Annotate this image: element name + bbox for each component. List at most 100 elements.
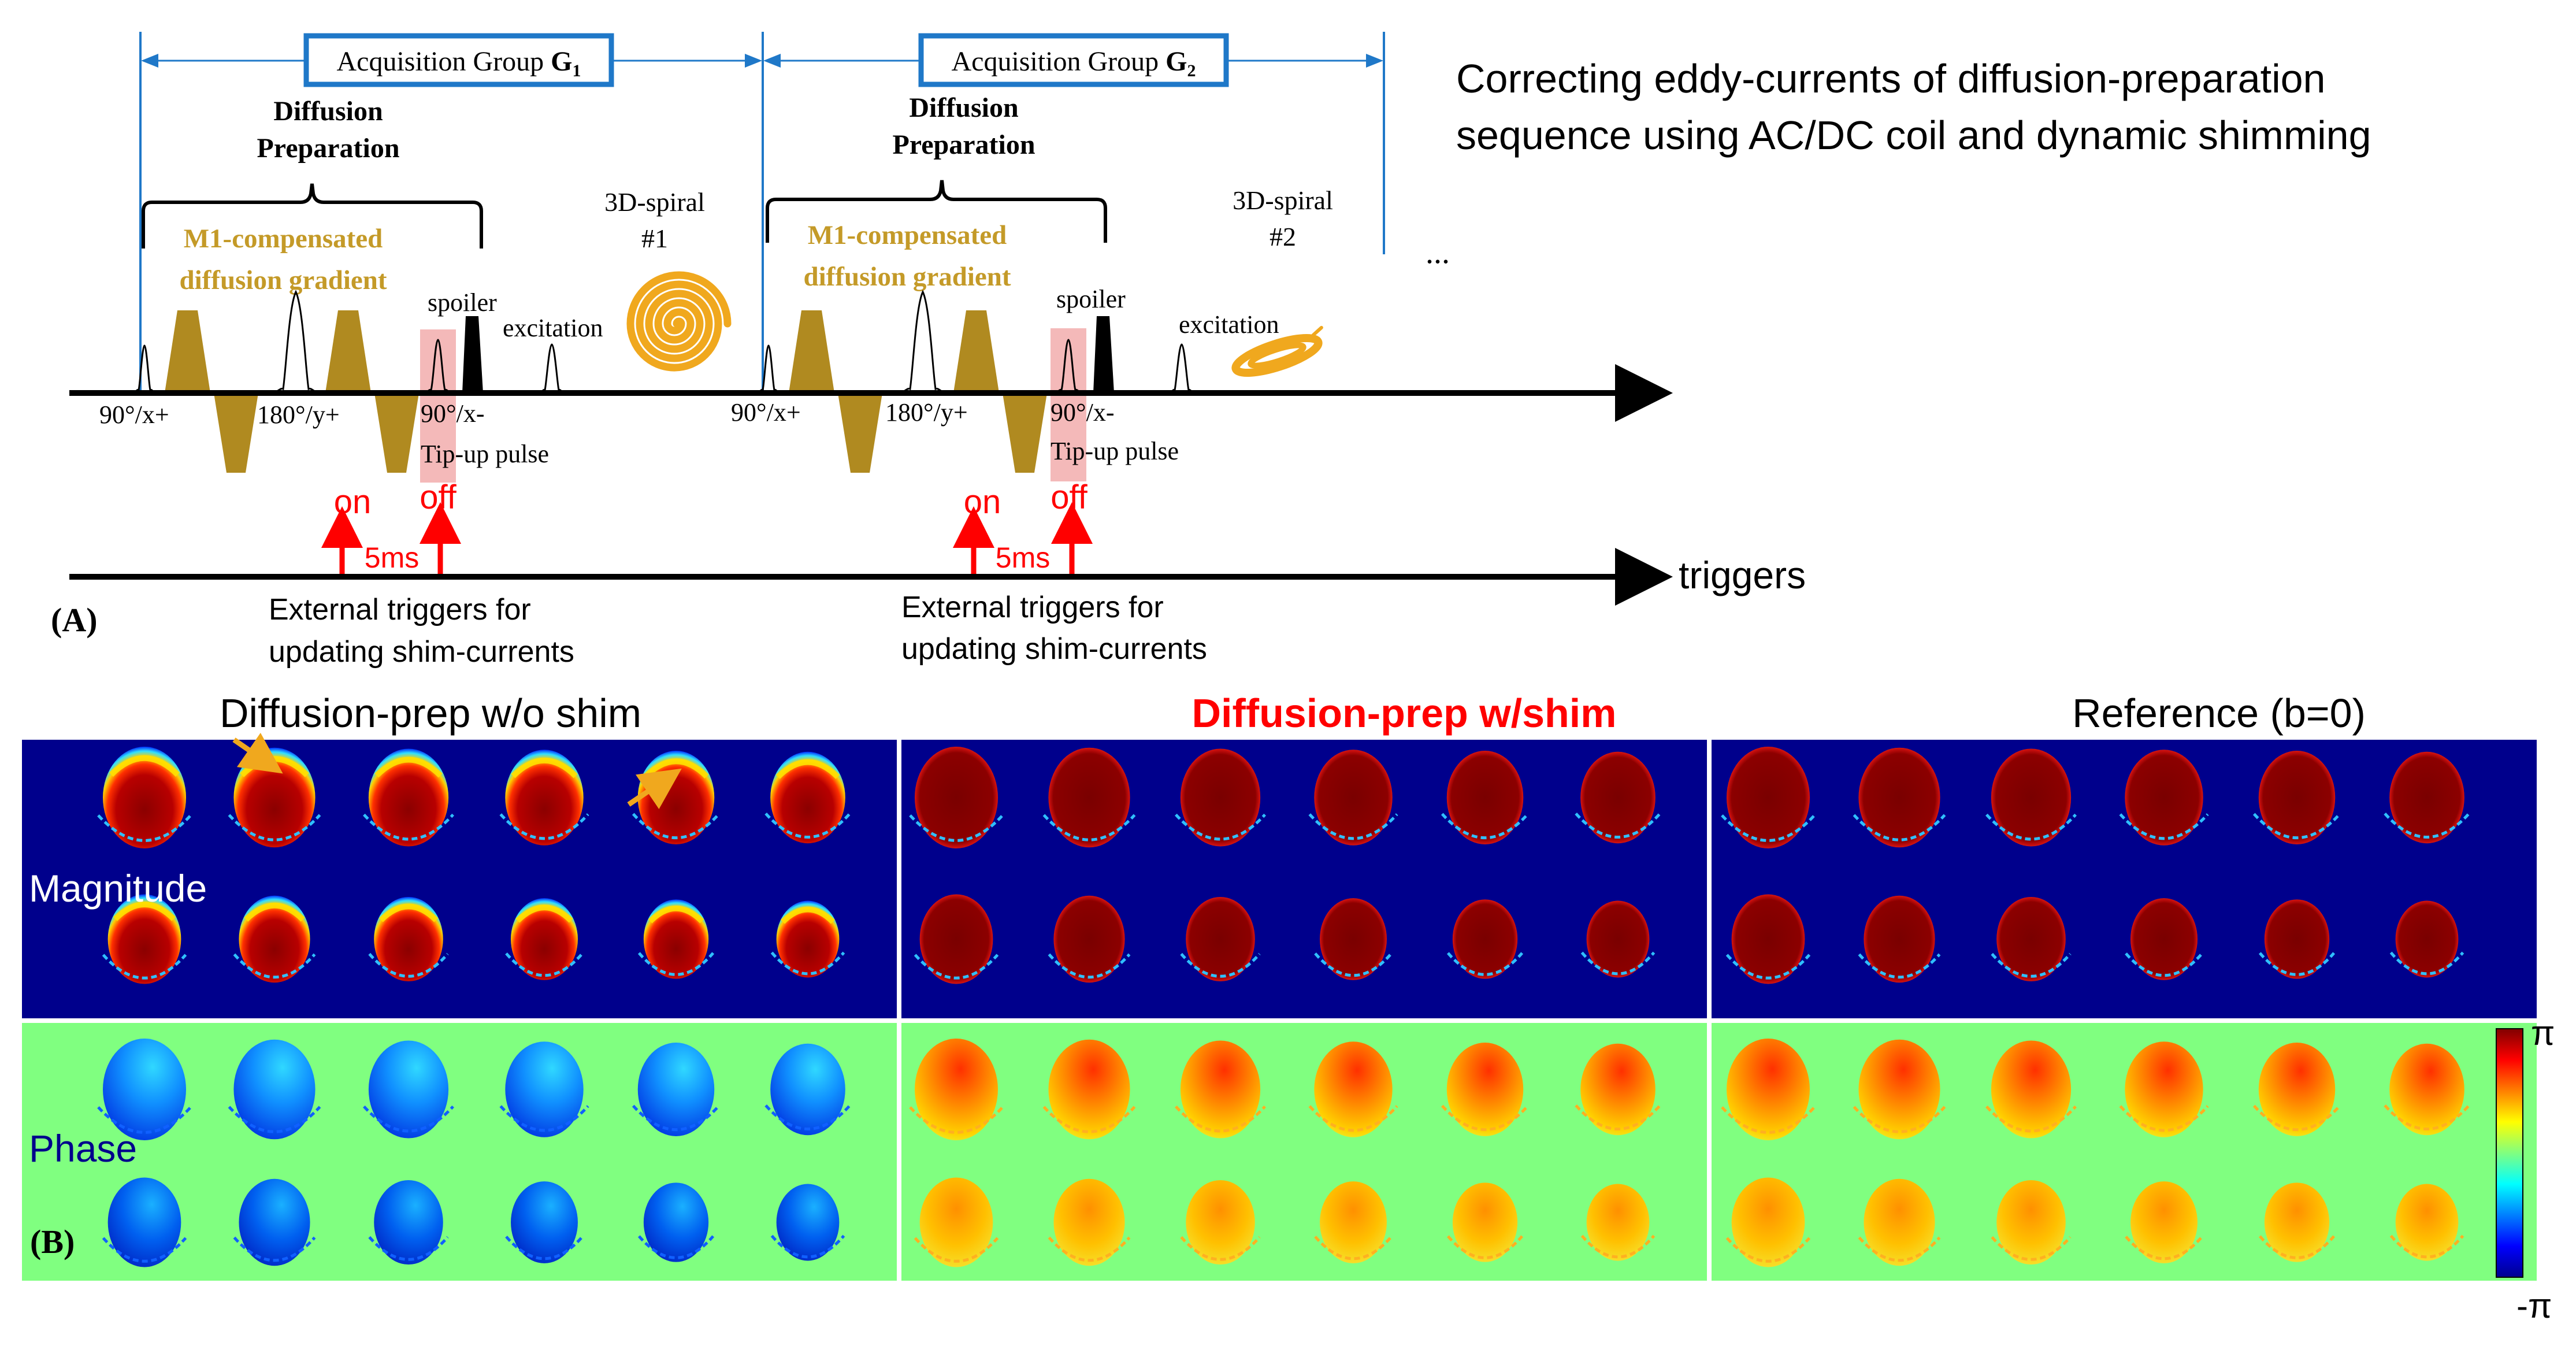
- no-shim-skull-rim: [499, 1105, 589, 1132]
- no-shim-phase-slice: [103, 1039, 186, 1140]
- no-shim-eddy-artifact: [511, 757, 578, 778]
- tipup-highlight-1: [420, 329, 456, 483]
- shim-phase-slice: [1180, 1040, 1261, 1139]
- ext-triggers-2-line2: updating shim-currents: [901, 632, 1207, 666]
- pulse-180y-plus-2: 180°/y+: [885, 398, 968, 427]
- shim-skull-rim: [1446, 952, 1524, 976]
- reference-skull-rim: [1858, 1236, 1941, 1262]
- shim-skull-rim: [1314, 1236, 1393, 1260]
- no-shim-phase-slice: [374, 1180, 443, 1265]
- shim-phase-slice: [1586, 1184, 1650, 1261]
- diffprep1-brace: [142, 183, 483, 249]
- shim-phase-slice: [1314, 1041, 1393, 1137]
- shim-magnitude-slice: [1452, 899, 1518, 979]
- reference-phase-slice: [2125, 1041, 2203, 1137]
- diffusion-gradient-2d: [1003, 393, 1047, 473]
- reference-phase-slice: [1864, 1178, 1935, 1266]
- shim-skull-rim: [909, 814, 1004, 842]
- shim-skull-rim: [1308, 813, 1398, 840]
- no-shim-skull-rim: [764, 1104, 851, 1130]
- no-shim-eddy-artifact: [515, 904, 573, 923]
- pulse-90x-minus-1: 90°/x-: [421, 399, 484, 428]
- no-shim-skull-rim: [632, 1104, 721, 1131]
- reference-skull-rim: [2252, 813, 2341, 839]
- no-shim-magnitude-slice: [643, 899, 709, 979]
- reference-skull-rim: [2258, 952, 2336, 976]
- artifact-arrow-1: [232, 732, 283, 774]
- reference-skull-rim: [1725, 1237, 1811, 1263]
- reference-magnitude-slice: [2258, 751, 2336, 844]
- pulse-180y-plus-1: 180°/y+: [257, 401, 340, 429]
- no-shim-skull-rim: [97, 814, 192, 842]
- no-shim-skull-rim: [505, 1236, 584, 1260]
- rf-90x-minus-pulse-2: [1053, 339, 1083, 394]
- shim-magnitude-slice: [915, 747, 998, 848]
- reference-skull-rim: [1991, 952, 2072, 978]
- reference-skull-rim: [2258, 1235, 2336, 1259]
- reference-skull-rim: [1721, 1106, 1816, 1134]
- group2-box: [918, 33, 1229, 87]
- no-shim-magnitude-slice: [637, 751, 715, 844]
- no-shim-magnitude-slice: [374, 896, 443, 982]
- no-shim-phase-slice: [643, 1182, 709, 1262]
- diffusion-gradient-1a: [165, 310, 210, 393]
- shim-skull-rim: [1575, 1104, 1661, 1130]
- no-shim-eddy-artifact: [109, 755, 180, 777]
- artifact-arrow-2: [627, 768, 682, 809]
- diffprep2-brace: [766, 180, 1107, 243]
- rf-90x-minus-pulse-1: [423, 339, 453, 394]
- no-shim-magnitude-slice: [233, 747, 315, 848]
- shim-skull-rim: [914, 1237, 999, 1263]
- reference-phase-slice: [1858, 1039, 1940, 1140]
- delay-label-2: 5ms: [996, 542, 1050, 574]
- shim-skull-rim: [1308, 1105, 1398, 1132]
- diffusion-gradient-2b: [838, 393, 882, 473]
- col-title-reference: Reference (b=0): [2072, 691, 2366, 736]
- no-shim-skull-rim: [632, 813, 721, 839]
- rf-180y-pulse-2: [898, 290, 948, 394]
- phase-colorbar: [2496, 1028, 2523, 1278]
- no-shim-magnitude-slice: [776, 900, 840, 978]
- group1-label: Acquisition Group G1: [337, 46, 581, 80]
- no-shim-skull-rim: [368, 952, 449, 978]
- no-shim-magnitude-slice: [239, 895, 310, 983]
- no-shim-phase-slice: [233, 1039, 315, 1140]
- shim-magnitude-slice: [1186, 896, 1255, 982]
- m1-label2-line2: diffusion gradient: [803, 262, 1011, 292]
- shim-skull-rim: [1580, 1234, 1656, 1259]
- shim-magnitude-slice: [919, 894, 993, 984]
- no-shim-skull-rim: [368, 1236, 449, 1261]
- delay-label-1: 5ms: [365, 542, 419, 574]
- col-title-no-shim: Diffusion-prep w/o shim: [220, 691, 641, 736]
- no-shim-magnitude-slice: [103, 747, 186, 848]
- no-shim-eddy-artifact: [648, 905, 704, 924]
- group2-prefix: Acquisition Group: [952, 46, 1166, 77]
- diffusion-gradient-1b: [214, 393, 258, 473]
- shim-skull-rim: [1446, 1235, 1524, 1259]
- reference-skull-rim: [1721, 814, 1816, 842]
- rf-excitation-pulse-1: [537, 343, 567, 394]
- triggers-label: triggers: [1679, 554, 1806, 596]
- shim-phase-slice: [1446, 1043, 1524, 1136]
- diffprep2-line2: Preparation: [892, 129, 1035, 160]
- no-shim-magnitude-slice: [505, 750, 584, 846]
- diffprep2-line1: Diffusion: [909, 92, 1018, 123]
- trigger-on-label-2: on: [964, 483, 1001, 521]
- shim-magnitude-slice: [1180, 748, 1261, 847]
- reference-skull-rim: [2384, 813, 2470, 839]
- spiral1-label-line2: #1: [641, 224, 668, 253]
- shim-skull-rim: [1580, 951, 1656, 976]
- group1-box: [303, 33, 614, 87]
- reference-magnitude-slice: [1864, 895, 1935, 983]
- reference-magnitude-slice: [2264, 899, 2330, 979]
- shim-skull-rim: [914, 954, 999, 980]
- no-shim-skull-rim: [233, 953, 316, 979]
- no-shim-skull-rim: [233, 1236, 316, 1262]
- m1-label1-line2: diffusion gradient: [179, 265, 387, 295]
- no-shim-eddy-artifact: [780, 906, 836, 924]
- reference-skull-rim: [2125, 1236, 2203, 1260]
- spiral2-label-line2: #2: [1270, 222, 1296, 251]
- reference-phase-slice: [1727, 1039, 1810, 1140]
- shim-magnitude-slice: [1580, 751, 1656, 844]
